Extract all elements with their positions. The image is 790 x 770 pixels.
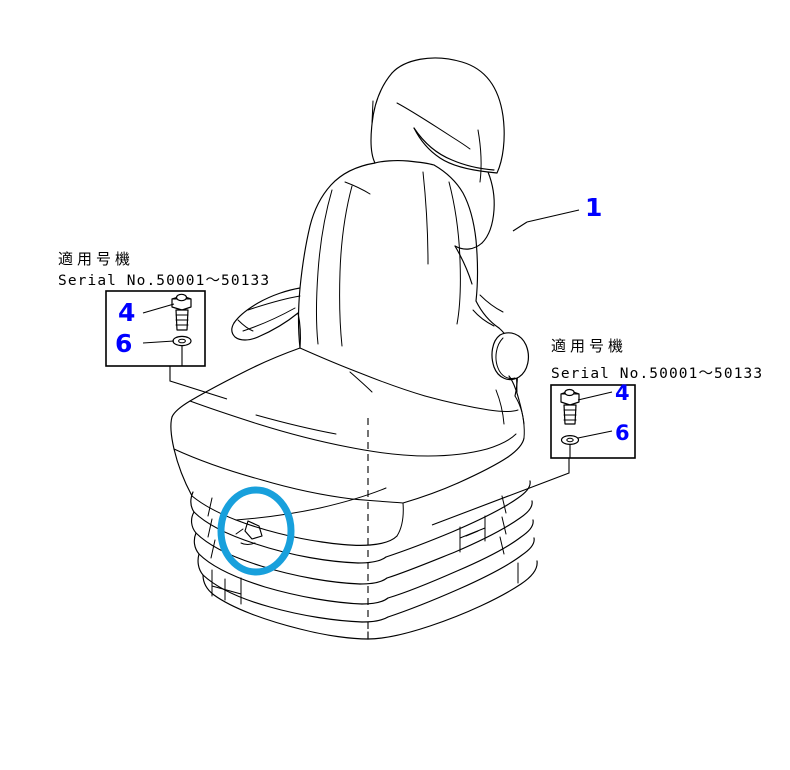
right-box-number-6: 6 xyxy=(615,421,630,445)
leader-line-1 xyxy=(526,209,580,223)
leader-line-1b xyxy=(512,221,528,232)
right-box-serial: Serial No.50001〜50133 xyxy=(551,366,763,382)
right-box-number-4: 4 xyxy=(615,381,630,405)
side-panel-line xyxy=(495,389,505,425)
mounting-bolt-left-bellows xyxy=(235,520,263,545)
right-box-leader-6 xyxy=(577,430,613,439)
right-box-washer-part xyxy=(560,435,580,446)
right-detail-box-frame xyxy=(550,384,636,459)
left-box-leader-6 xyxy=(142,340,175,344)
left-box-serial: Serial No.50001〜50133 xyxy=(58,273,270,289)
left-mount-bracket xyxy=(211,569,242,605)
recline-knob xyxy=(491,332,529,381)
left-detail-box-frame xyxy=(105,290,206,367)
side-panel-line xyxy=(514,395,525,425)
left-box-leader xyxy=(169,366,228,400)
left-box-bolt-part xyxy=(171,293,192,331)
left-box-heading-jp: 適用号機 xyxy=(58,250,134,268)
left-box-number-4: 4 xyxy=(118,298,135,327)
suspension-bellows xyxy=(190,480,538,640)
right-box-leader xyxy=(431,458,570,526)
highlight-circle xyxy=(217,486,295,576)
headrest xyxy=(370,57,505,250)
armrest xyxy=(231,287,301,349)
right-box-bolt-part xyxy=(560,388,580,425)
right-box-heading-jp: 適用号機 xyxy=(551,337,627,355)
right-box-leader-4 xyxy=(577,391,613,401)
right-mount-bracket xyxy=(459,515,486,553)
seat-cushion xyxy=(170,347,525,546)
part-number-1: 1 xyxy=(585,193,602,222)
left-box-number-6: 6 xyxy=(115,329,132,358)
left-box-leader-4 xyxy=(142,303,175,314)
